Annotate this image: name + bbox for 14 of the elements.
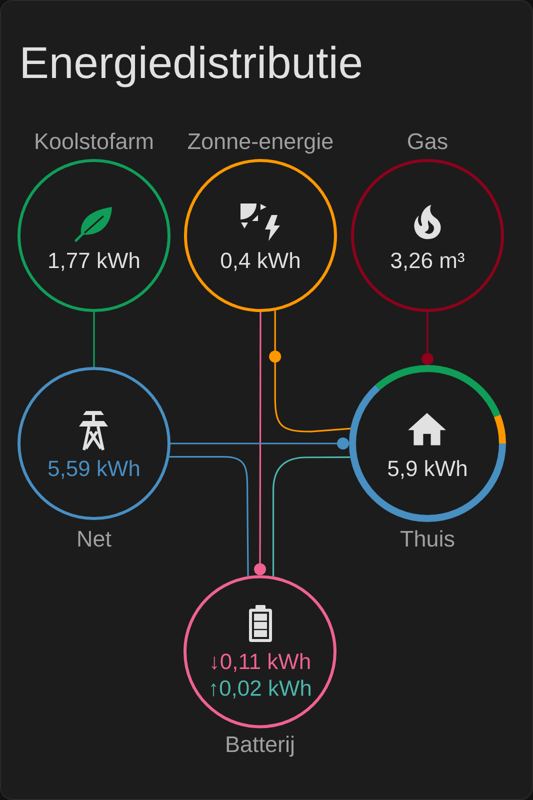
circle-label: Batterij: [226, 736, 294, 757]
title: Energiedistributie: [22, 46, 362, 88]
circle-label: Net: [78, 531, 112, 547]
circle-label: Koolstofarm: [36, 132, 153, 150]
flow-line: [272, 456, 350, 576]
flow-line: [422, 312, 434, 365]
flow-line: [254, 312, 266, 576]
flow-line: [169, 456, 249, 576]
flow-line: [170, 438, 349, 450]
flow-line: [274, 310, 350, 432]
circle-label: Zonne-energie: [188, 132, 333, 154]
circle-label: Thuis: [400, 530, 454, 547]
circle-label: Gas: [408, 133, 448, 150]
flow-line: [93, 312, 95, 367]
